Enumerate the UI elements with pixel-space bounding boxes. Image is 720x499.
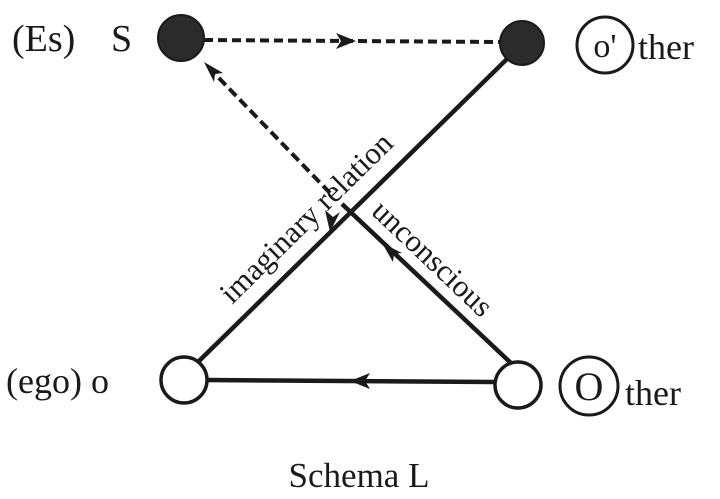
node-s	[157, 14, 205, 62]
diagram-title: Schema L	[289, 456, 430, 495]
label-ther-bottom: ther	[625, 373, 681, 413]
arrow-unconscious-upper	[204, 62, 223, 82]
label-ther-top: ther	[638, 27, 694, 67]
circled-letter-ring-big	[558, 355, 620, 417]
edge-crossing-to-s-dashed	[213, 72, 332, 195]
label-circled-o-prime: o'	[593, 28, 616, 65]
arrow-s-to-other-small	[336, 33, 356, 49]
edge-other-big-to-crossing	[340, 202, 514, 366]
node-other-small	[499, 20, 545, 66]
label-ego: (ego) o	[6, 361, 109, 401]
label-s: S	[111, 18, 132, 60]
label-es: (Es)	[12, 18, 75, 60]
node-other-big	[493, 360, 543, 410]
arrow-unconscious-lower	[382, 243, 402, 262]
edge-other-small-to-ego	[196, 56, 510, 364]
arrow-other-big-to-ego	[350, 373, 370, 389]
circled-letter-ring-small	[575, 15, 635, 75]
label-unconscious: unconscious	[365, 193, 500, 324]
arrow-imaginary-relation	[325, 210, 340, 232]
label-circled-o: O	[575, 364, 604, 409]
node-ego	[159, 355, 209, 405]
